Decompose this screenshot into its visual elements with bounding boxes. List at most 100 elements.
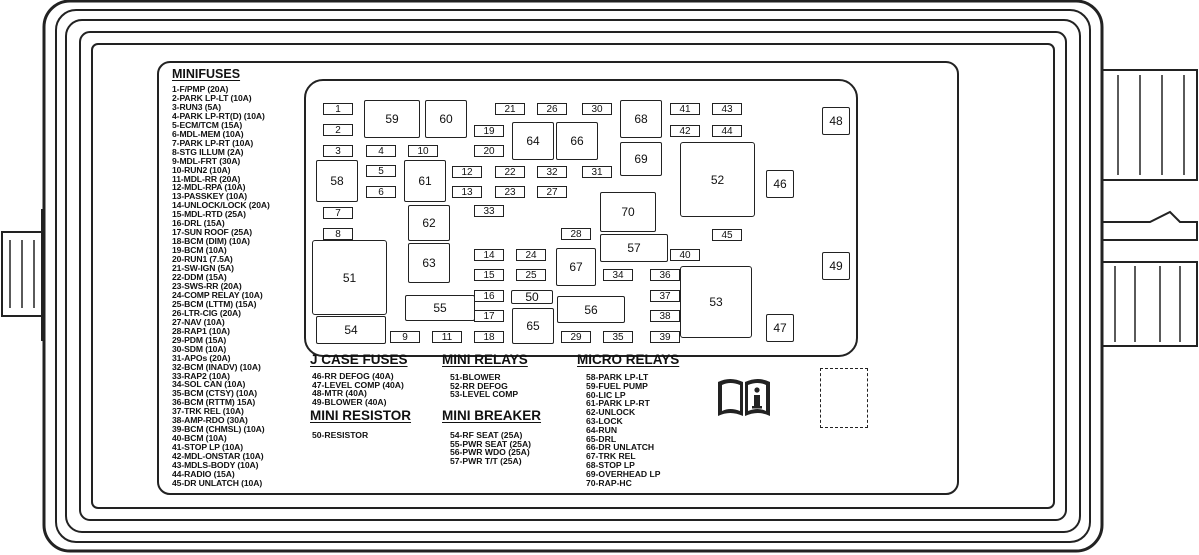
legend-item: 56-PWR WDO (25A) — [450, 447, 530, 458]
legend-item: 64-RUN — [586, 424, 618, 435]
legend-item: 27-NAV (10A) — [172, 316, 225, 327]
legend-item: 16-DRL (15A) — [172, 218, 225, 229]
legend-item: 44-RADIO (15A) — [172, 468, 235, 479]
relay-slot-68: 68 — [620, 100, 662, 138]
legend-item: 3-RUN3 (5A) — [172, 101, 222, 112]
legend-item: 36-BCM (RTTM) 15A) — [172, 397, 256, 408]
fuse-slot-38: 38 — [650, 310, 680, 322]
legend-item: 50-RESISTOR — [312, 430, 369, 440]
legend-item: 21-SW-IGN (5A) — [172, 263, 234, 274]
fuse-slot-6: 6 — [366, 186, 396, 198]
legend-item: 67-TRK REL — [586, 451, 636, 462]
relay-slot-70: 70 — [600, 192, 656, 232]
fuse-slot-13: 13 — [452, 186, 482, 198]
fuse-slot-12: 12 — [452, 166, 482, 178]
fuse-slot-2: 2 — [323, 124, 353, 136]
legend-item: 22-DDM (15A) — [172, 272, 227, 283]
mini-relays-heading: MINI RELAYS — [442, 352, 528, 367]
legend-item: 26-LTR-CIG (20A) — [172, 307, 241, 318]
fuse-slot-36: 36 — [650, 269, 680, 281]
legend-item: 45-DR UNLATCH (10A) — [172, 477, 263, 488]
legend-item: 33-RAP2 (10A) — [172, 370, 230, 381]
legend-item: 51-BLOWER — [450, 372, 501, 382]
fuse-slot-39: 39 — [650, 331, 680, 343]
legend-item: 66-DR UNLATCH — [586, 442, 655, 453]
fuse-slot-3: 3 — [323, 145, 353, 157]
fuse-slot-24: 24 — [516, 249, 546, 261]
legend-item: 42-MDL-ONSTAR (10A) — [172, 451, 264, 462]
fuse-slot-33: 33 — [474, 205, 504, 217]
fuse-slot-18: 18 — [474, 331, 504, 343]
mini-resistor-heading: MINI RESISTOR — [310, 408, 412, 423]
relay-slot-62: 62 — [408, 205, 450, 241]
micro-relays-heading: MICRO RELAYS — [577, 352, 680, 367]
legend-item: 19-BCM (10A) — [172, 245, 227, 256]
legend-item: 4-PARK LP-RT(D) (10A) — [172, 110, 265, 121]
relay-slot-60: 60 — [425, 100, 467, 138]
legend-item: 18-BCM (DIM) (10A) — [172, 236, 250, 247]
fuse-slot-50: 50 — [511, 290, 553, 304]
owner-manual-info-icon — [718, 379, 770, 416]
legend-item: 14-UNLOCK/LOCK (20A) — [172, 200, 270, 211]
legend-item: 24-COMP RELAY (10A) — [172, 289, 263, 300]
fuse-slot-26: 26 — [537, 103, 567, 115]
fuse-slot-8: 8 — [323, 228, 353, 240]
legend-item: 29-PDM (15A) — [172, 334, 227, 345]
relay-slot-54: 54 — [316, 316, 386, 344]
legend-item: 6-MDL-MEM (10A) — [172, 128, 244, 139]
relay-slot-49: 49 — [822, 252, 850, 280]
relay-slot-48: 48 — [822, 107, 850, 135]
fuse-slot-34: 34 — [603, 269, 633, 281]
fuse-slot-37: 37 — [650, 290, 680, 302]
legend-item: 13-PASSKEY (10A) — [172, 191, 247, 202]
fuse-slot-44: 44 — [712, 125, 742, 137]
mini-resistor-list: 50-RESISTOR — [312, 431, 368, 440]
minifuses-heading: MINIFUSES — [172, 67, 241, 81]
fuse-slot-29: 29 — [561, 331, 591, 343]
legend-item: 38-AMP-RDO (30A) — [172, 415, 248, 426]
fuse-slot-19: 19 — [474, 125, 504, 137]
fuse-slot-43: 43 — [712, 103, 742, 115]
legend-item: 20-RUN1 (7.5A) — [172, 254, 233, 265]
fuse-slot-11: 11 — [432, 331, 462, 343]
legend-item: 60-LIC LP — [586, 389, 626, 400]
legend-item: 9-MDL-FRT (30A) — [172, 155, 241, 166]
fuse-slot-35: 35 — [603, 331, 633, 343]
legend-item: 32-BCM (INADV) (10A) — [172, 361, 261, 372]
fuse-slot-1: 1 — [323, 103, 353, 115]
legend-item: 10-RUN2 (10A) — [172, 164, 231, 175]
fuse-slot-41: 41 — [670, 103, 700, 115]
relay-slot-59: 59 — [364, 100, 420, 138]
fuse-slot-40: 40 — [670, 249, 700, 261]
relay-slot-58: 58 — [316, 160, 358, 202]
legend-item: 28-RAP1 (10A) — [172, 325, 230, 336]
fuse-slot-42: 42 — [670, 125, 700, 137]
fuse-slot-30: 30 — [582, 103, 612, 115]
legend-item: 31-APOs (20A) — [172, 352, 231, 363]
relay-slot-55: 55 — [405, 295, 475, 321]
legend-item: 69-OVERHEAD LP — [586, 468, 661, 479]
fuse-slot-5: 5 — [366, 165, 396, 177]
fuse-slot-10: 10 — [408, 145, 438, 157]
mini-breaker-list: 54-RF SEAT (25A)55-PWR SEAT (25A)56-PWR … — [450, 431, 531, 465]
legend-item: 1-F/PMP (20A) — [172, 84, 229, 94]
legend-item: 12-MDL-RPA (10A) — [172, 182, 246, 193]
legend-item: 70-RAP-HC — [586, 477, 632, 488]
legend-item: 62-UNLOCK — [586, 407, 636, 418]
legend-item: 57-PWR T/T (25A) — [450, 455, 522, 466]
fuse-slot-21: 21 — [495, 103, 525, 115]
legend-item: 55-PWR SEAT (25A) — [450, 438, 532, 449]
relay-slot-65: 65 — [512, 308, 554, 344]
relay-slot-63: 63 — [408, 243, 450, 283]
legend-item: 61-PARK LP-RT — [586, 398, 650, 409]
relay-slot-51: 51 — [312, 240, 387, 315]
fuse-slot-31: 31 — [582, 166, 612, 178]
relay-slot-67: 67 — [556, 248, 596, 286]
legend-item: 43-MDLS-BODY (10A) — [172, 460, 259, 471]
legend-item: 40-BCM (10A) — [172, 433, 227, 444]
fuse-slot-16: 16 — [474, 290, 504, 302]
legend-item: 35-BCM (CTSY) (10A) — [172, 388, 257, 399]
legend-item: 41-STOP LP (10A) — [172, 442, 243, 453]
